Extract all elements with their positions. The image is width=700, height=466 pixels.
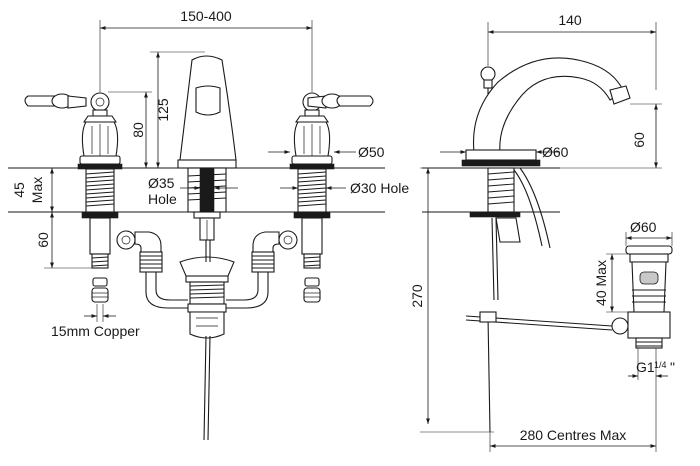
side-view: 140 Ø60 60 270 Ø60 40 Max [409,12,675,452]
dim-deck-max: 45 [11,182,27,198]
dim-tail-length: 60 [35,232,51,248]
dim-flange-diameter: Ø50 [358,144,385,160]
mixer-body [116,230,298,441]
dim-spout-reach: 140 [558,12,582,28]
dim-thread-suffix: " [670,359,675,375]
dim-spout-height: 125 [155,98,171,122]
side-dimensions: 140 Ø60 60 270 Ø60 40 Max [409,12,675,452]
dim-thread-prefix: G1 [636,359,655,375]
dim-copper: 15mm Copper [51,323,140,339]
side-spout [461,57,631,433]
pop-up-waste [465,245,673,349]
dim-deck-max-unit: Max [29,177,45,203]
front-dimensions: 150-400 125 80 Ø50 45 Max 60 [11,8,409,339]
front-spout [177,55,237,241]
dim-spout-hole: Ø35 [148,175,175,191]
dim-thread-fraction: 1/4 [654,360,667,370]
dim-handle-height: 80 [130,122,146,138]
dim-waste-diameter: Ø60 [630,219,657,235]
right-handle-valve [289,92,374,303]
front-view: 150-400 125 80 Ø50 45 Max 60 [8,8,409,441]
dim-waste-height: 40 Max [593,260,609,306]
dim-centres: 280 Centres Max [520,427,627,443]
dim-front-width: 150-400 [180,8,232,24]
dim-handle-hole: Ø30 Hole [350,180,409,196]
left-handle-valve [24,92,123,303]
dim-total-height: 270 [409,284,425,308]
dim-side-base: Ø60 [542,144,569,160]
dim-spout-drop: 60 [631,132,647,148]
dim-spout-hole-word: Hole [148,191,177,207]
